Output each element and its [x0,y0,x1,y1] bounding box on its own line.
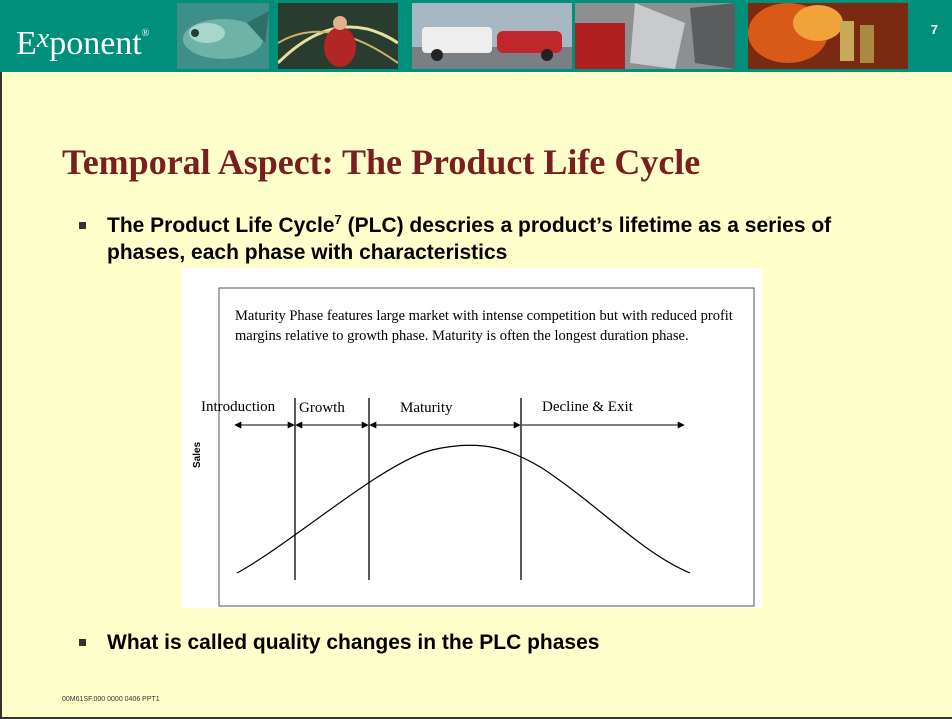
diagram-border [218,287,755,607]
car-crash-photo [412,3,572,69]
y-axis-label: Sales [192,441,203,468]
phase-label-growth: Growth [299,400,345,416]
slide-title: Temporal Aspect: The Product Life Cycle [62,142,701,182]
slide-frame [0,72,952,719]
maturity-note: Maturity Phase features large market wit… [235,308,733,344]
bullet-quality-changes: What is called quality changes in the PL… [79,629,839,656]
plc-diagram: Maturity Phase features large market wit… [182,268,762,608]
bullet-plc-definition: The Product Life Cycle7 (PLC) descries a… [79,212,859,266]
plc-diagram-lines [218,287,755,607]
phase-label-decline: Decline & Exit [542,399,633,415]
phase-label-introduction: Introduction [201,399,276,415]
bullet-square-icon [79,222,86,229]
crushed-metal-photo [575,3,735,69]
bullet-square-icon [79,639,86,646]
bullet-text: What is called quality changes in the PL… [107,631,600,654]
fish-photo [177,3,269,69]
sales-curve [236,444,691,574]
slide-number: 7 [930,22,938,37]
header-bar: Exponent® 7 [0,0,952,72]
phase-label-maturity: Maturity [400,400,453,416]
light-trails-photo [278,3,398,69]
exponent-logo: Exponent® [16,23,150,62]
bullet-text: The Product Life Cycle7 (PLC) descries a… [107,212,832,264]
firefighters-photo [748,3,908,69]
footer-code: 00M61SF.000 0000 0406 PPT1 [62,696,160,703]
